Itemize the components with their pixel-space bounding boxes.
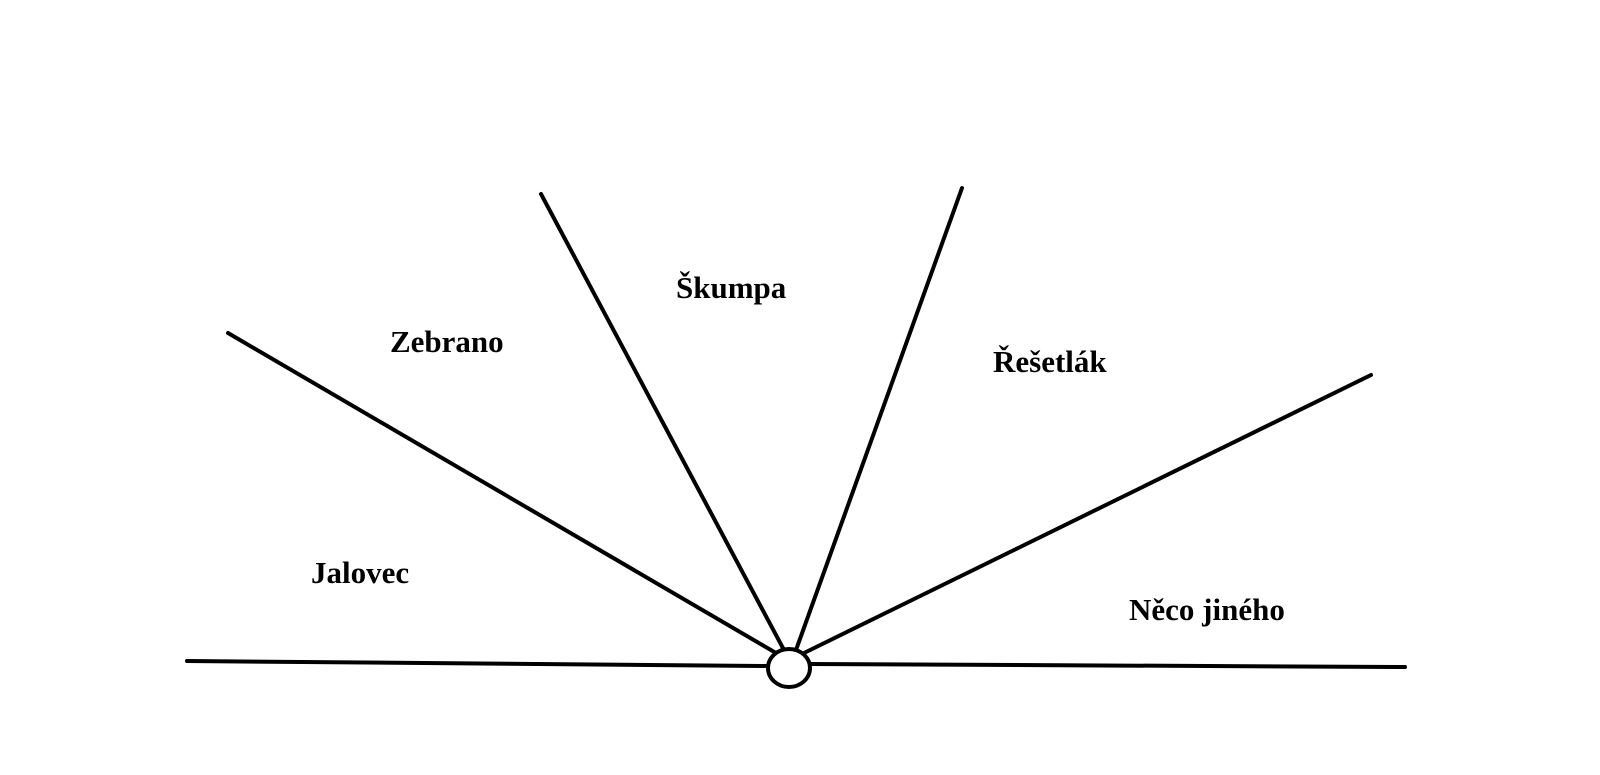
baseline-left [185, 659, 770, 668]
label-zebrano: Zebrano [390, 324, 504, 359]
label-jalovec: Jalovec [311, 555, 409, 590]
label-neco-jineho: Něco jiného [1129, 592, 1285, 627]
ray-zebrano-jalovec [226, 331, 778, 655]
ray-skumpa-zebrano [539, 192, 786, 652]
ray-neco-jineho-resetlak [802, 373, 1373, 655]
hub-circle [766, 647, 812, 689]
ray-resetlak-skumpa [794, 186, 964, 652]
baseline-right [806, 662, 1407, 669]
label-resetlak: Řešetlák [993, 344, 1107, 379]
label-skumpa: Škumpa [676, 270, 787, 305]
